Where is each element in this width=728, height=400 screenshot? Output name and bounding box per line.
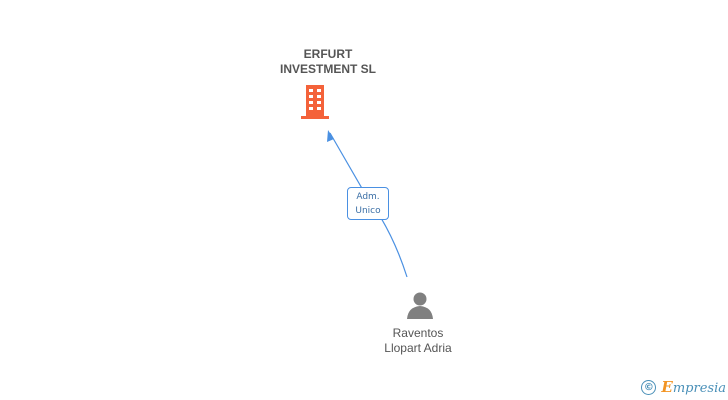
brand-watermark: © Empresia (641, 378, 726, 396)
role-badge[interactable]: Adm. Unico (347, 187, 389, 220)
person-name-line-1[interactable]: Raventos (392, 326, 444, 340)
company-name-line-2[interactable]: INVESTMENT SL (279, 62, 376, 76)
arrow-head-icon (327, 130, 334, 142)
person-name[interactable]: Raventos Llopart Adria (348, 326, 488, 356)
company-name-line-1[interactable]: ERFURT (303, 47, 353, 61)
person-icon[interactable] (405, 290, 435, 325)
building-icon[interactable] (299, 84, 331, 125)
copyright-icon: © (641, 379, 657, 395)
brand-name-first-letter: E (661, 378, 673, 396)
role-label-line-2: Unico (355, 206, 381, 216)
brand-name: Empresia (661, 378, 726, 396)
brand-name-rest: mpresia (672, 381, 726, 396)
role-label-line-1: Adm. (356, 192, 380, 202)
person-name-line-2[interactable]: Llopart Adria (384, 341, 452, 355)
company-name[interactable]: ERFURT INVESTMENT SL (238, 47, 418, 77)
